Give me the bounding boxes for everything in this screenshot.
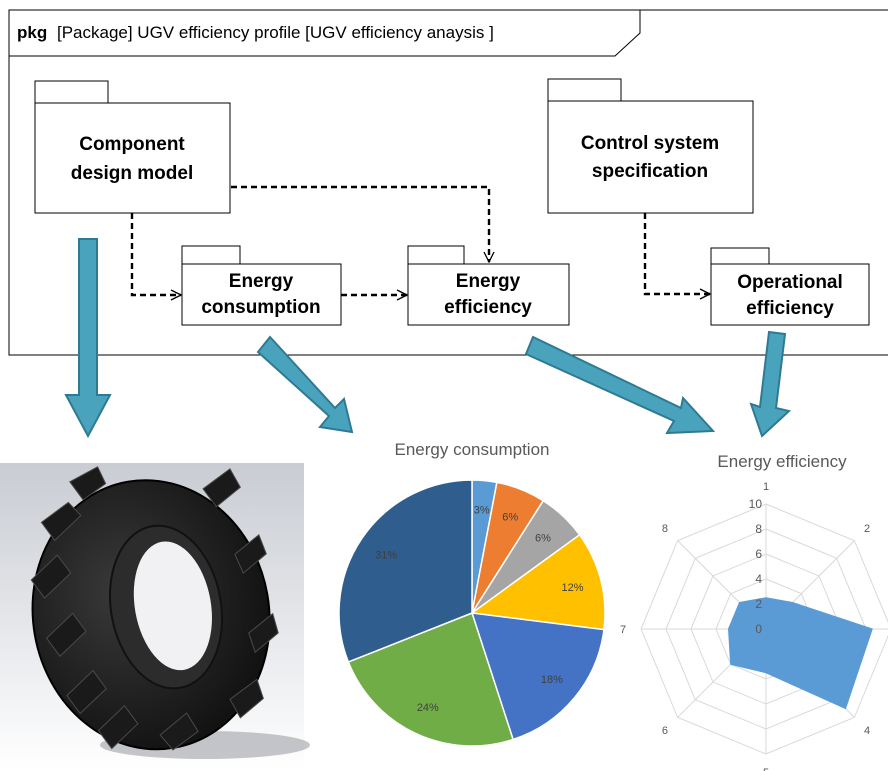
radar-tick-label: 6 (755, 547, 762, 561)
radar-category-label: 2 (864, 523, 870, 535)
package-label-line2: efficiency (746, 298, 834, 319)
pie-chart-title: Energy consumption (395, 440, 550, 459)
package-label-line2: efficiency (444, 297, 532, 318)
block-arrow-to-pie (256, 335, 354, 434)
block-arrow-to-radar (524, 335, 716, 435)
package-label-line2: consumption (201, 297, 320, 318)
pie-data-label: 18% (541, 674, 563, 686)
radar-tick-labels: 0 2 4 6 8 10 (749, 497, 763, 636)
package-component-design-model[interactable]: Component design model (34, 80, 231, 214)
frame-title: pkg [Package] UGV efficiency profile [UG… (17, 23, 494, 42)
pie-slice (470, 533, 606, 631)
pie-data-label: 12% (561, 582, 583, 594)
radar-category-label: 8 (662, 523, 668, 535)
package-label-line1: Control system (581, 133, 719, 154)
block-arrow-to-operational (749, 330, 792, 438)
radar-category-label: 6 (662, 725, 668, 737)
package-operational-efficiency[interactable]: Operational efficiency (710, 247, 870, 326)
package-label-line1: Energy (456, 271, 521, 292)
pie-slice (338, 479, 473, 663)
radar-category-label: 5 (763, 767, 769, 771)
radar-series-area (727, 597, 873, 710)
dependency-control-to-operational (643, 213, 710, 294)
pie-labels: 3% 6% 6% 12% 18% 24% 31% (375, 505, 584, 714)
radar-category-label: 7 (620, 624, 626, 636)
radar-series (727, 597, 873, 710)
radar-chart-title: Energy efficiency (717, 452, 847, 471)
dependency-arrows (130, 185, 710, 295)
pie-chart: Energy consumption 3% 6% 6% 12% 18% 24% 31% (338, 440, 606, 747)
radar-tick-label: 10 (749, 497, 763, 511)
radar-tick-label: 4 (755, 572, 762, 586)
pie-data-label: 6% (502, 512, 518, 524)
radar-tick-label: 8 (755, 522, 762, 536)
dependency-component-to-consumption (130, 213, 181, 295)
block-arrows (64, 238, 792, 439)
package-label-line1: Energy (229, 271, 294, 292)
package-label-line1: Component (79, 134, 185, 155)
pie-data-label: 24% (417, 702, 439, 714)
block-arrow-to-tire (64, 238, 112, 439)
radar-tick-label: 2 (755, 597, 762, 611)
radar-category-label: 1 (763, 481, 769, 493)
package-energy-efficiency[interactable]: Energy efficiency (407, 245, 570, 326)
package-energy-consumption[interactable]: Energy consumption (181, 245, 342, 326)
radar-category-label: 4 (864, 725, 870, 737)
tire-render-image (0, 463, 310, 771)
frame-title-text: [Package] UGV efficiency profile [UGV ef… (57, 23, 494, 42)
dependency-component-to-efficiency (231, 185, 489, 262)
pie-slice (470, 612, 605, 741)
radar-category-labels: 12345678 (620, 481, 870, 771)
frame-keyword: pkg (17, 23, 47, 42)
package-label-line1: Operational (737, 272, 843, 293)
pie-slices (338, 479, 606, 747)
package-label-line2: specification (592, 161, 708, 182)
pie-data-label: 3% (474, 505, 490, 517)
pie-data-label: 31% (375, 550, 397, 562)
radar-tick-label: 0 (755, 622, 762, 636)
package-label-line2: design model (71, 163, 193, 184)
package-control-system-specification[interactable]: Control system specification (547, 78, 754, 214)
pie-data-label: 6% (535, 532, 551, 544)
